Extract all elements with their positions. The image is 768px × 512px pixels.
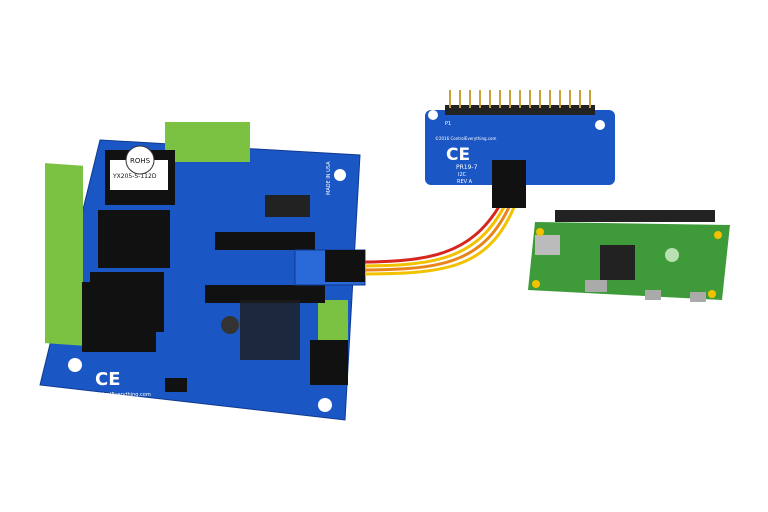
jumper-header [165,378,187,392]
header-strip-lower [205,285,325,303]
raspberry-pi-zero: HDMI [528,210,730,304]
header-strip-upper [215,232,315,250]
power-section [240,300,300,360]
made-in-usa: MADE IN USA [326,161,332,195]
gpio-header [445,105,595,115]
raspberry-logo [665,248,679,262]
chip [265,195,310,217]
adapter-revision: REV A [457,179,473,185]
soc-chip [600,245,635,280]
header-label: P1 [445,121,451,127]
relay-4 [82,282,156,352]
adapter-logo: CE [446,145,470,165]
adapter-copyright: ©2016 ControlEverything.com [435,136,496,141]
relay-marking: YX205-S-112D [112,173,157,180]
relays: YX205-S-112D ROHS [82,145,175,352]
adapter-bus: I2C [458,172,467,178]
rohs-mark: ROHS [130,157,151,165]
usb-port-1 [645,290,661,300]
relay-board-logo: CE [95,369,121,390]
hdmi-label: HDMI [588,298,601,304]
relay-board-copyright: ©2016 ControlEverything.com [74,391,151,398]
terminal-block-right [318,300,348,340]
gpio-pins [449,90,591,108]
adapter-model: PR19-7 [456,164,478,171]
usb-port-2 [690,292,706,302]
adapter-connector [492,160,526,208]
relay-board: YX205-S-112D ROHS MADE IN USA CE ©2016 C… [39,122,366,421]
cable-connector-board [325,250,365,282]
adapter-board: P1 ©2016 ControlEverything.com CE PR19-7… [425,90,615,208]
relay-2 [98,210,170,268]
capacitor [221,316,239,334]
terminal-block-top [165,122,250,162]
dc-jack [310,340,348,385]
hdmi-port [585,280,607,292]
pi-gpio-header [555,210,715,222]
sd-slot [535,235,560,255]
terminal-block-left [45,163,83,346]
